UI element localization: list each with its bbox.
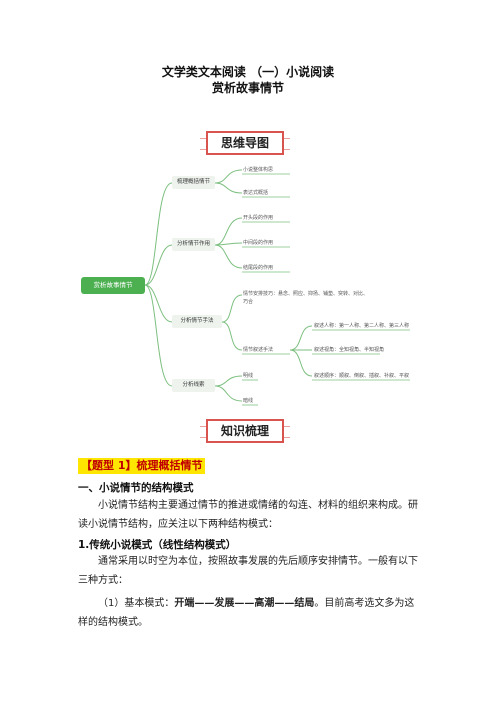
mindmap-branch-plot-technique: 分析情节手法	[172, 315, 222, 328]
mindmap-leaf: 明线	[243, 373, 254, 379]
section-heading: 一、小说情节的结构模式	[78, 482, 194, 494]
subsection-heading: 1.传统小说模式（线性结构模式）	[78, 539, 237, 551]
paragraph-intro: 小说情节结构主要通过情节的推进或情绪的勾连、材料的组织来构成。研读小说情节结构，…	[78, 500, 418, 530]
mindmap-leaf: 中间段的作用	[243, 240, 274, 246]
section-tag: 【题型 1】梳理概括情节	[78, 458, 206, 474]
mindmap-leaf: 开头段的作用	[243, 215, 274, 221]
mindmap-badge: 思维导图	[200, 131, 290, 155]
document-title: 文学类文本阅读 （一）小说阅读	[161, 65, 335, 79]
mindmap-branch-clue: 分析线索	[172, 379, 215, 392]
document-subtitle: 赏析故事情节	[211, 81, 284, 95]
mindmap-subleaf: 叙述顺序：顺叙、倒叙、插叙、补叙、平叙	[314, 373, 410, 379]
paragraph-traditional: 通常采用以时空为本位，按照故事发展的先后顺序安排情节。一般有以下三种方式：	[78, 556, 418, 586]
mindmap-branch-plot-function: 分析情节作用	[172, 238, 215, 251]
mindmap-root: 赏析故事情节	[81, 277, 145, 294]
mindmap-leaf: 情节安排技巧：悬念、照应、抑扬、铺垫、突转、对比、	[243, 291, 369, 297]
mindmap-leaf: 小说整体构思	[243, 167, 274, 173]
mindmap-leaf: 表达式概括	[243, 190, 269, 196]
basic-mode-suffix: 。目前高考选文多为这样的结构模式。	[78, 598, 415, 628]
paragraph-basic-mode: （1）基本模式：开端——发展——高潮——结局。目前高考选文多为这样的结构模式。	[78, 594, 418, 632]
mindmap-branch-plot-summary: 梳理概括情节	[172, 176, 215, 189]
mindmap-leaf: 情节叙述手法	[243, 347, 274, 353]
mindmap-leaf: 巧合	[243, 299, 254, 305]
mindmap-subleaf: 叙述视角：全知视角、半知视角	[314, 347, 385, 353]
mindmap-leaf: 结尾段的作用	[243, 265, 274, 271]
basic-mode-prefix: （1）基本模式：	[98, 598, 175, 609]
knowledge-badge: 知识梳理	[200, 419, 290, 443]
mindmap-leaf: 暗线	[243, 398, 254, 404]
mindmap-subleaf: 叙述人称：第一人称、第二人称、第三人称	[314, 323, 410, 329]
basic-mode-structure: 开端——发展——高潮——结局	[174, 598, 315, 609]
